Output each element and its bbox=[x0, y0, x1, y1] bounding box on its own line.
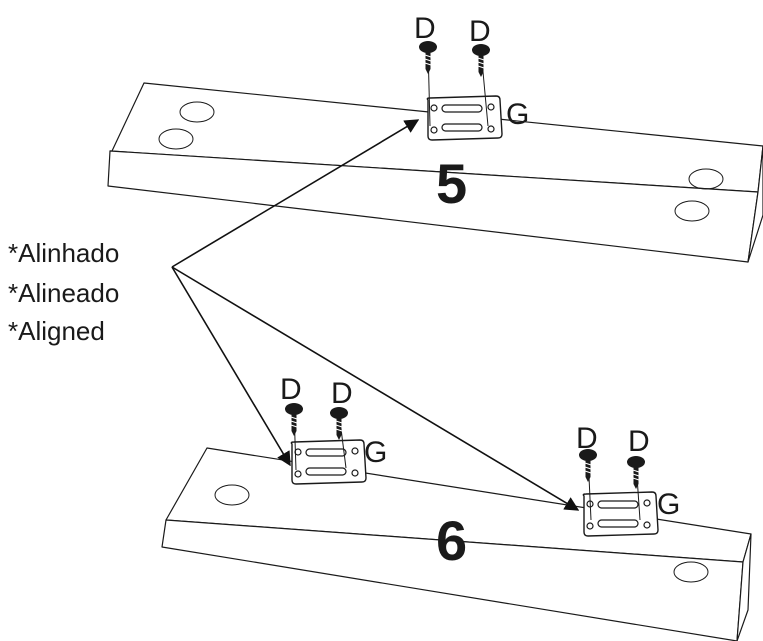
panel-5-hole bbox=[158, 128, 194, 150]
panel-6-hole bbox=[673, 561, 709, 583]
bracket-g bbox=[290, 439, 367, 485]
panel-6-side-face bbox=[736, 533, 752, 641]
panel-6: D D G D D G 6 bbox=[161, 373, 752, 641]
screw-label: D bbox=[414, 12, 436, 45]
note-line: *Alineado bbox=[8, 278, 119, 308]
panel-6-hole bbox=[214, 484, 250, 506]
bracket-label: G bbox=[506, 98, 529, 131]
panel-5-hole bbox=[179, 101, 215, 123]
bracket-g bbox=[426, 95, 503, 141]
bracket-label: G bbox=[657, 488, 680, 521]
screw-label: D bbox=[331, 377, 353, 410]
screw-d bbox=[418, 40, 438, 75]
screw-label: D bbox=[469, 15, 491, 48]
screw-label: D bbox=[280, 373, 302, 406]
note-line: *Aligned bbox=[8, 316, 105, 346]
panel-5-hole bbox=[688, 168, 724, 190]
alignment-arrows bbox=[171, 119, 580, 511]
arrow bbox=[171, 119, 420, 268]
screw-d bbox=[284, 402, 304, 437]
screw-d bbox=[626, 455, 646, 490]
screw-label: D bbox=[628, 425, 650, 458]
arrow bbox=[171, 266, 291, 467]
panel-number: 6 bbox=[436, 509, 467, 572]
panel-6-front-face bbox=[161, 519, 744, 641]
screw-d bbox=[329, 406, 349, 441]
note-line: *Alinhado bbox=[8, 238, 119, 268]
panel-5-side-face bbox=[747, 145, 763, 263]
bracket-g bbox=[582, 491, 659, 537]
screw-d bbox=[471, 43, 491, 78]
bracket-label: G bbox=[364, 436, 387, 469]
alignment-note: *Alinhado *Alineado *Aligned bbox=[8, 238, 119, 346]
panel-5: D D G 5 bbox=[107, 12, 763, 263]
screw-label: D bbox=[576, 422, 598, 455]
arrow bbox=[171, 266, 580, 511]
panel-number: 5 bbox=[436, 152, 467, 215]
panel-5-hole bbox=[674, 200, 710, 222]
